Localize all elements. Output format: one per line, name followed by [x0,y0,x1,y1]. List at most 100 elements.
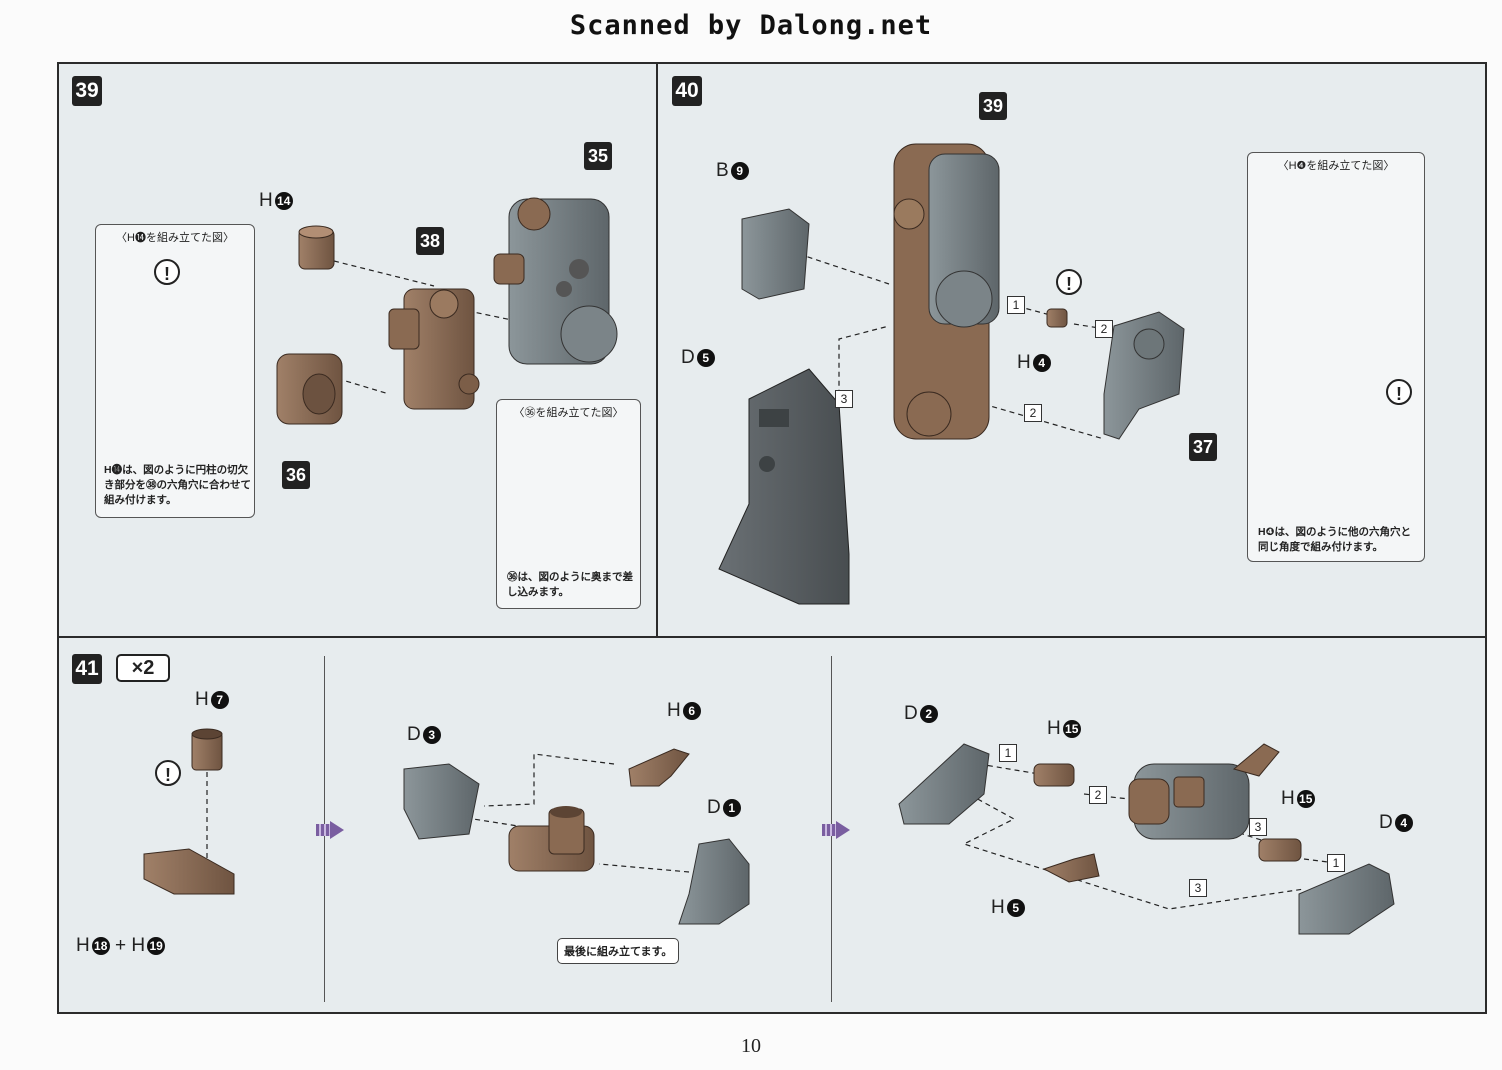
part-37 [1103,311,1185,440]
order-41-3b: 3 [1189,879,1207,897]
part-middle-assembly [508,806,595,872]
part-h7 [191,728,223,771]
label-h5-number: 5 [1006,898,1025,917]
label-h6-number: 6 [682,701,701,720]
label-h5-letter: H [991,897,1005,918]
order-1: 1 [1007,296,1025,314]
part-center-assembly [1128,743,1280,840]
label-h4-number: 4 [1032,353,1051,372]
part-d4 [1298,863,1395,935]
part-36 [276,353,343,425]
label-h14-letter: H [259,190,273,211]
label-b9-letter: B [716,160,729,181]
caution-icon-note: ! [1386,379,1412,405]
note-h14-text: H⓮は、図のように円柱の切欠き部分を㊳の六角穴に合わせて組み付けます。 [104,464,251,506]
note-h14-title: 〈H⓮を組み立てた図〉 [116,232,234,244]
label-39: 39 [979,92,1007,120]
part-35 [493,197,618,365]
part-d3 [403,763,480,840]
divider-39-40 [656,64,658,638]
label-36: 36 [282,461,310,489]
part-d2 [898,743,990,825]
label-38: 38 [416,227,444,255]
label-h15a-letter: H [1047,718,1061,739]
label-h15a-number: 15 [1062,719,1081,738]
order-2b: 2 [1024,404,1042,422]
label-d2-number: 2 [919,704,938,723]
label-d3-letter: D [407,724,421,745]
label-h4-letter: H [1017,352,1031,373]
label-h7-letter: H [195,689,209,710]
step-39-badge: 39 [72,76,102,106]
part-b9 [741,208,810,300]
order-3: 3 [835,390,853,408]
order-41-3a: 3 [1249,818,1267,836]
note-36: 〈㊱を組み立てた図〉 ㊱は、図のように奥まで差し込みます。 [496,399,641,609]
label-h15b-number: 15 [1296,789,1315,808]
final-assembly-callout: 最後に組み立てます。 [557,938,680,964]
label-h19-number: 19 [147,936,166,955]
label-d1-letter: D [707,797,721,818]
plus-sign: + [115,935,127,956]
flow-arrow-icon-2 [836,821,850,839]
part-h5 [1042,853,1100,883]
multiplier-badge: ×2 [116,654,170,682]
part-h6 [628,748,690,787]
note-h14: 〈H⓮を組み立てた図〉 ! H⓮は、図のように円柱の切欠き部分を㊳の六角穴に合わ… [95,224,255,518]
order-41-1b: 1 [1327,854,1345,872]
label-d5-number: 5 [696,348,715,367]
label-d2-letter: D [904,703,918,724]
note-36-text: ㊱は、図のように奥まで差し込みます。 [507,571,633,598]
part-38 [388,288,480,410]
part-h15a [1033,763,1075,787]
part-h4 [1046,308,1068,328]
label-d1-number: 1 [722,798,741,817]
part-h14 [298,225,335,270]
label-d4-number: 4 [1394,813,1413,832]
flow-arrow-icon-1 [330,821,344,839]
label-d3-number: 3 [422,725,441,744]
label-h18-number: 18 [91,936,110,955]
label-35: 35 [584,142,612,170]
label-h19-letter: H [131,935,146,956]
label-h18-letter: H [76,935,90,956]
page-number: 10 [741,1035,761,1057]
order-41-1a: 1 [999,744,1017,762]
divider-top-bottom [59,636,1485,638]
caution-icon: ! [154,259,180,285]
note-h4-text: H❹は、図のように他の六角穴と同じ角度で組み付けます。 [1258,526,1411,553]
note-36-title: 〈㊱を組み立てた図〉 [513,407,624,419]
order-41-2: 2 [1089,786,1107,804]
note-h4-title: 〈H❹を組み立てた図〉 [1277,160,1395,172]
caution-icon-h7: ! [155,760,181,786]
label-h6-letter: H [667,700,681,721]
label-d4-letter: D [1379,812,1393,833]
note-h4: 〈H❹を組み立てた図〉 ! H❹は、図のように他の六角穴と同じ角度で組み付けます… [1247,152,1425,562]
step-41-badge: 41 [72,654,102,684]
label-b9-number: 9 [730,161,749,180]
caution-icon-h4: ! [1056,269,1082,295]
label-d5-letter: D [681,347,695,368]
step-40-badge: 40 [672,76,702,106]
part-d5 [718,368,850,605]
label-37: 37 [1189,433,1217,461]
label-h15b-letter: H [1281,788,1295,809]
flow-arrow-bar-1 [316,824,330,836]
scan-header: Scanned by Dalong.net [569,10,933,41]
part-39 [893,143,1000,440]
order-2a: 2 [1095,320,1113,338]
part-h18-h19 [143,848,235,895]
